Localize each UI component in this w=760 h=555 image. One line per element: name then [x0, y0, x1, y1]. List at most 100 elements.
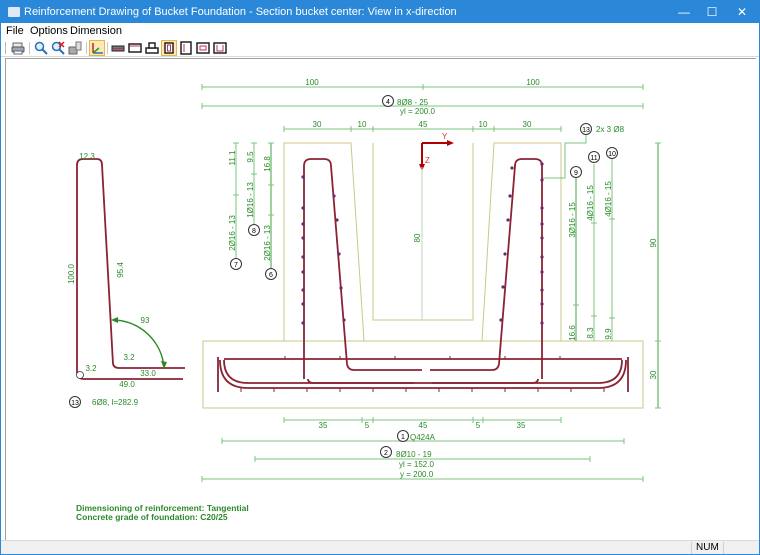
maximize-button[interactable]: ☐ [706, 5, 718, 19]
axes-button[interactable] [89, 40, 105, 56]
note-concrete-grade: Concrete grade of foundation: C20/25 [76, 512, 228, 522]
bar-10-label: 4Ø16 - 15 [604, 181, 613, 217]
num-lock-indicator: NUM [696, 542, 719, 553]
bar-2-length: yl = 152.0 [399, 460, 434, 469]
svg-text:6: 6 [269, 272, 273, 279]
section-center-icon [164, 42, 174, 54]
svg-text:10: 10 [608, 151, 616, 158]
z-axis-label: Z [425, 156, 430, 165]
top-dimensions [201, 84, 644, 132]
view-settings-icon [68, 41, 82, 55]
toolbar [1, 39, 759, 57]
toolbar-grip [5, 42, 6, 54]
bottom-ticks [240, 356, 605, 392]
svg-text:10: 10 [358, 120, 367, 129]
svg-text:9: 9 [574, 170, 578, 177]
shape-left-dim: 100.0 [67, 263, 76, 284]
svg-text:5: 5 [476, 421, 481, 430]
center-dim: 80 [413, 233, 422, 242]
pos-markers-right [570, 147, 618, 178]
view-settings-button[interactable] [67, 40, 83, 56]
svg-text:9.5: 9.5 [246, 151, 255, 163]
zoom-reset-button[interactable] [50, 40, 66, 56]
section-u-icon [213, 42, 227, 54]
rebar-dots [301, 162, 544, 325]
pos-marker-1 [397, 430, 409, 442]
section-1-button[interactable] [110, 40, 126, 56]
rebars [217, 158, 629, 392]
section-2-button[interactable] [127, 40, 143, 56]
pos-markers-left [230, 224, 277, 280]
status-bar: NUM [1, 540, 759, 554]
pos-marker-2 [380, 446, 392, 458]
shape-slope-dim: 95.4 [116, 262, 125, 278]
svg-text:11.1: 11.1 [228, 150, 237, 166]
menu-dimension[interactable]: Dimension [70, 25, 122, 37]
menu-options[interactable]: Options [30, 25, 68, 37]
note-dimensioning: Dimensioning of reinforcement: Tangentia… [76, 503, 249, 513]
svg-text:5: 5 [365, 421, 370, 430]
axes-icon [92, 43, 103, 54]
section-box-icon [196, 42, 210, 54]
svg-text:16.6: 16.6 [568, 325, 577, 341]
concrete-outline [202, 142, 644, 409]
dim-bucket-height: 90 [649, 238, 658, 247]
bar-2-label: 8Ø10 - 19 [396, 450, 432, 459]
svg-text:10: 10 [479, 120, 488, 129]
close-button[interactable]: ✕ [736, 5, 748, 19]
section-6-button[interactable] [195, 40, 211, 56]
bar-7-label: 2Ø16 - 13 [228, 215, 237, 251]
bar-4-length: yl = 200.0 [400, 107, 435, 116]
svg-text:35: 35 [517, 421, 526, 430]
title-bar: Reinforcement Drawing of Bucket Foundati… [1, 1, 759, 23]
svg-text:13: 13 [71, 400, 79, 407]
magnifier-icon [34, 41, 48, 55]
shape-label: 6Ø8, l=282.9 [92, 398, 139, 407]
right-vertical-dims [543, 135, 661, 409]
minimize-button[interactable]: — [678, 5, 690, 19]
pos-marker-4 [382, 95, 394, 107]
axis-marker: Y Z [419, 132, 454, 171]
bar-6-label: 2Ø16 - 13 [263, 225, 272, 261]
section-5-button[interactable] [178, 40, 194, 56]
pos-marker-13 [580, 123, 592, 135]
svg-text:11: 11 [590, 155, 597, 162]
menu-file[interactable]: File [6, 25, 24, 37]
printer-icon [11, 42, 25, 55]
bar-shape-13 [76, 158, 185, 380]
dim-left-half: 100 [305, 78, 319, 87]
section-7-button[interactable] [212, 40, 228, 56]
dim-right-half: 100 [526, 78, 540, 87]
svg-text:3.2: 3.2 [123, 353, 135, 362]
svg-text:9.9: 9.9 [604, 328, 613, 340]
svg-text:2: 2 [384, 450, 388, 457]
shape-angle: 93 [141, 316, 150, 325]
bar-8-label: 1Ø16 - 13 [246, 182, 255, 218]
svg-text:16.8: 16.8 [263, 156, 272, 172]
zoom-reset-icon [51, 41, 65, 55]
svg-text:49.0: 49.0 [119, 380, 135, 389]
svg-text:30: 30 [313, 120, 322, 129]
left-vertical-dims [233, 142, 274, 268]
svg-text:3.2: 3.2 [85, 364, 97, 373]
print-button[interactable] [10, 40, 26, 56]
shape-top-dim: 12.3 [79, 152, 95, 161]
angle-arc [112, 319, 165, 368]
zoom-button[interactable] [33, 40, 49, 56]
section-4-button[interactable] [161, 40, 177, 56]
drawing-canvas[interactable]: 100 100 4 8Ø8 - 25 yl = 200.0 30 10 45 1… [5, 58, 756, 540]
svg-text:8.3: 8.3 [586, 327, 595, 339]
section-bucket-icon [145, 42, 159, 54]
app-icon [8, 7, 20, 17]
toolbar-separator [107, 42, 108, 54]
svg-text:45: 45 [419, 120, 428, 129]
menu-bar: File Options Dimension [1, 23, 759, 39]
svg-text:1: 1 [401, 434, 405, 441]
svg-text:45: 45 [419, 421, 428, 430]
pos-marker-13-shape [69, 396, 81, 408]
section-bottom-icon [111, 45, 125, 52]
section-3-button[interactable] [144, 40, 160, 56]
bar-9-label: 3Ø16 - 15 [568, 202, 577, 238]
svg-text:30: 30 [523, 120, 532, 129]
